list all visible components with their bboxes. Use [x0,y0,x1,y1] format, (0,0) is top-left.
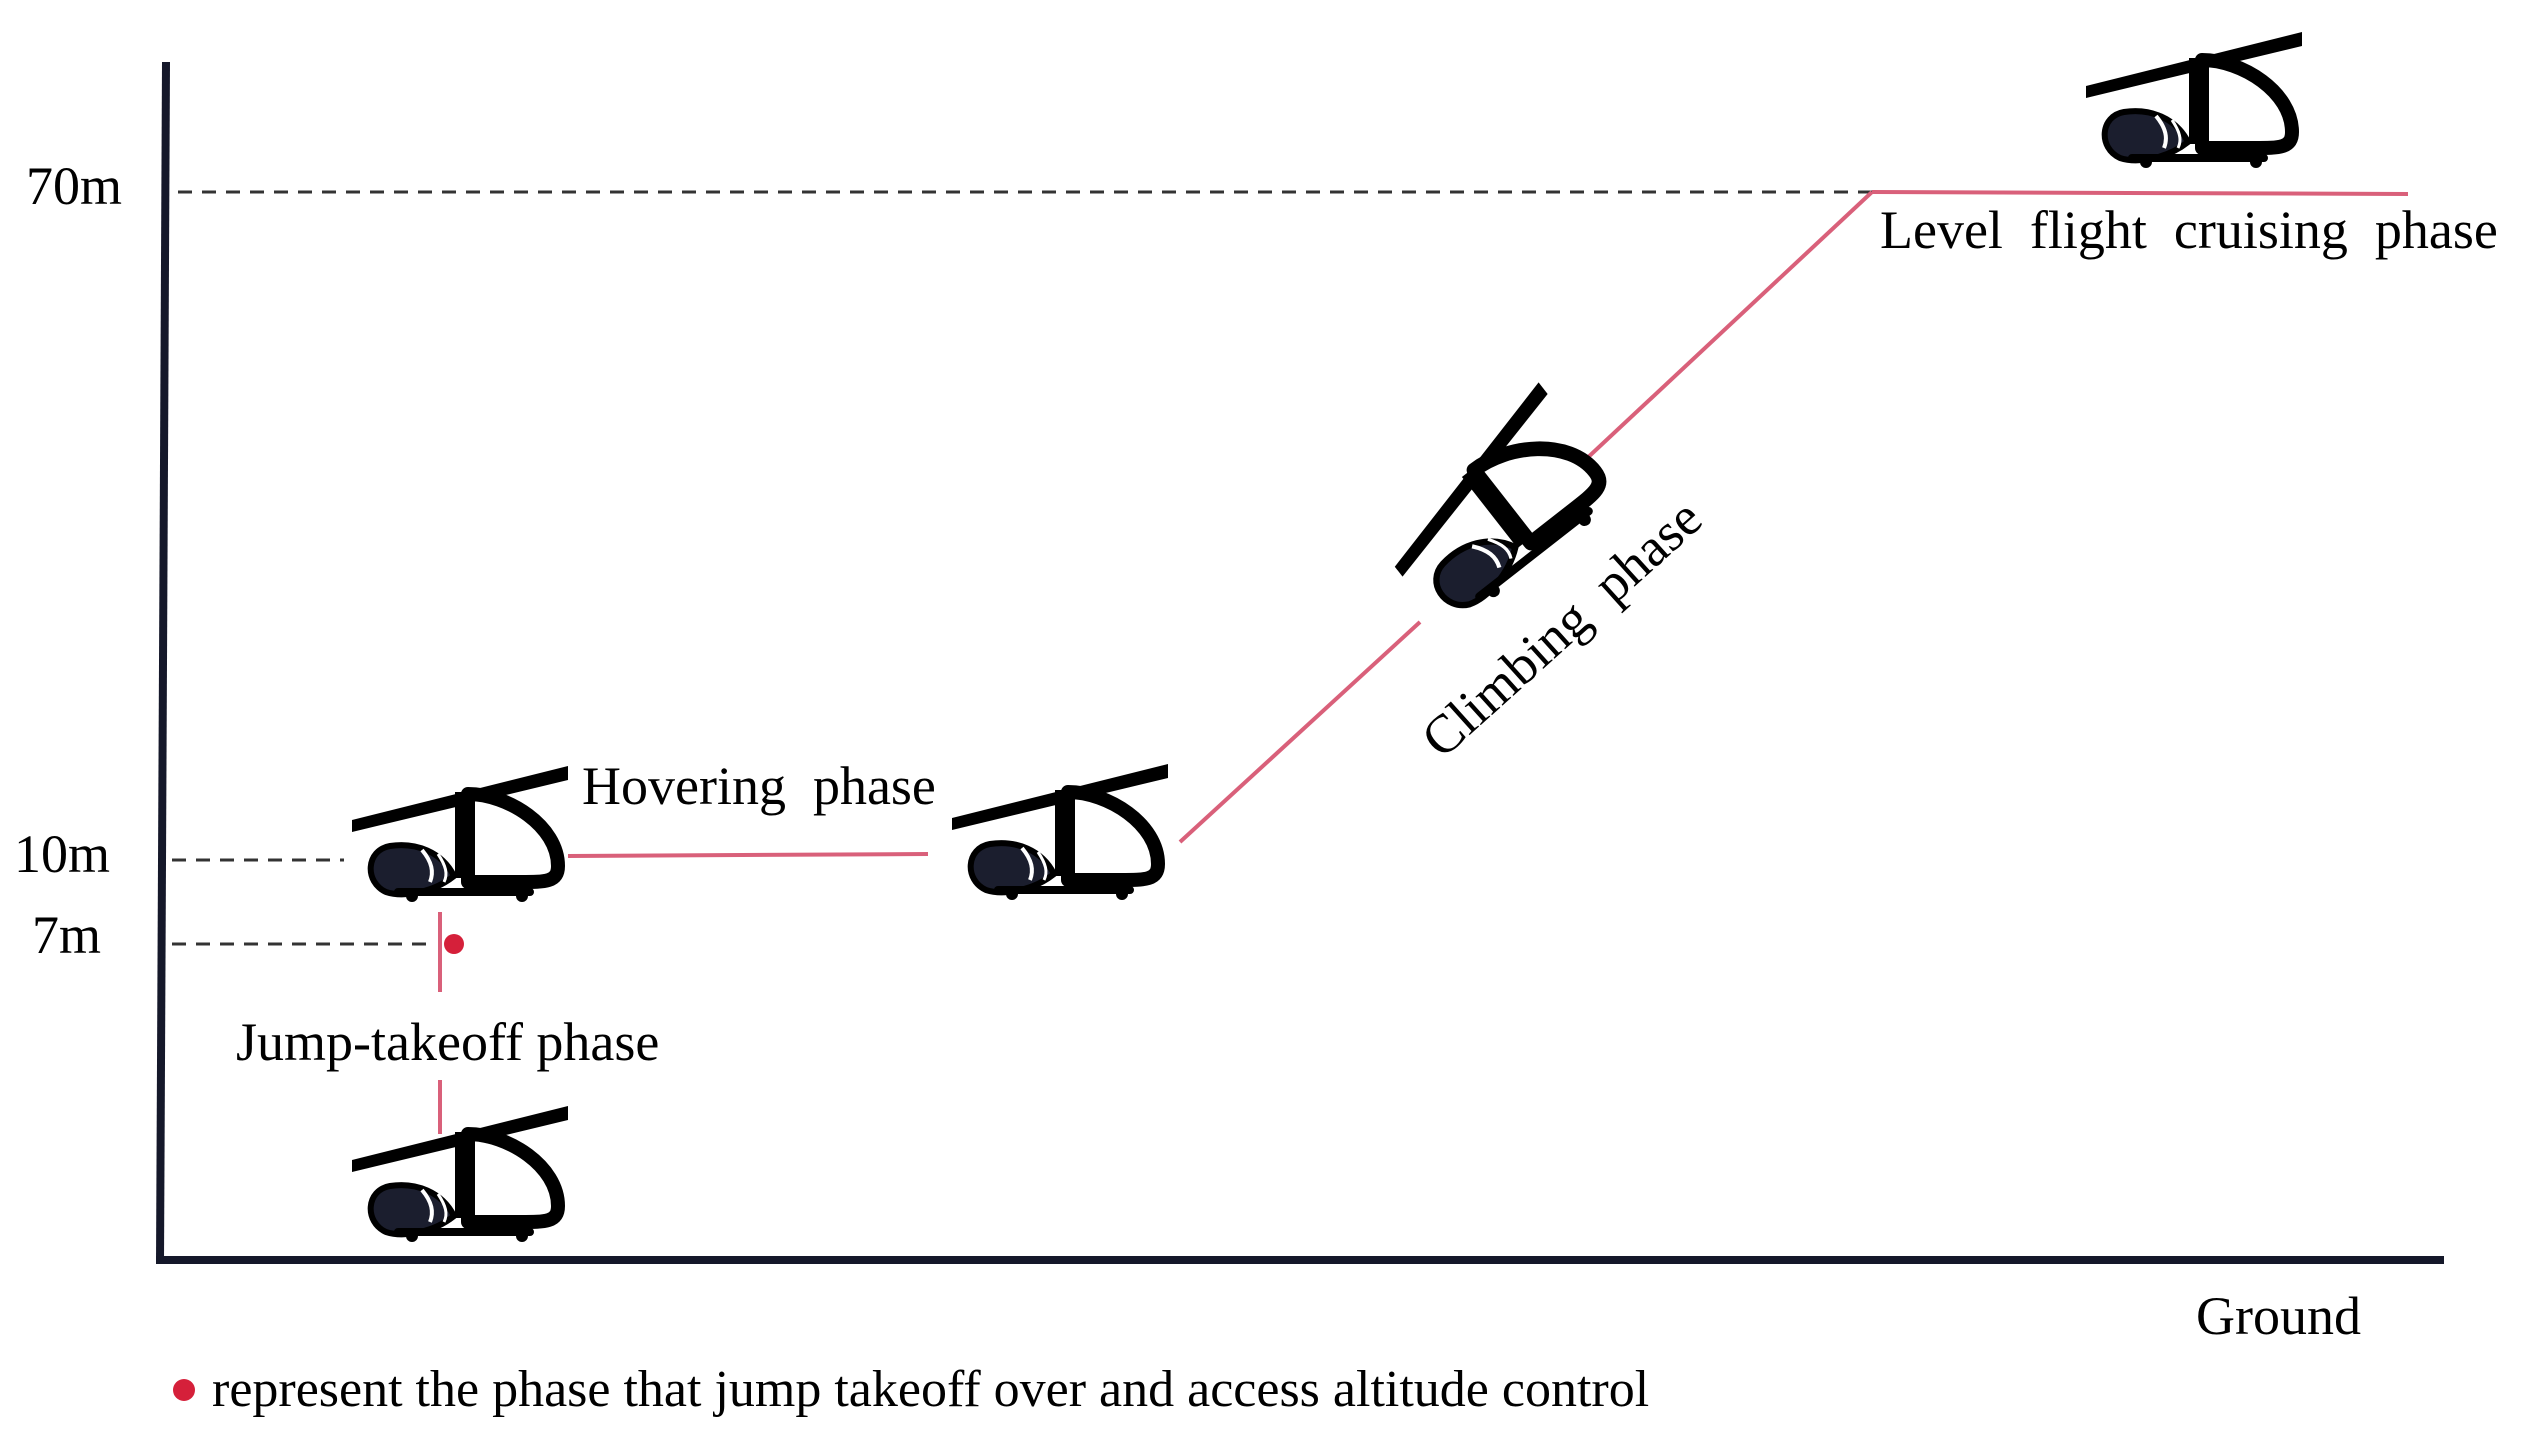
gyroplane-icon [952,764,1168,900]
tick-10m: 10m [14,824,110,884]
legend: represent the phase that jump takeoff ov… [173,1361,1649,1418]
gyroplane-icon [352,1106,568,1242]
label-level-flight-cruising-phase: Level flight cruising phase [1880,200,2498,260]
vertical-axis [156,61,170,1263]
ground-label: Ground [2196,1286,2361,1346]
path-climbing-upper [1566,190,1874,478]
label-hovering-phase: Hovering phase [582,756,936,816]
path-hovering [567,852,929,858]
legend-text: represent the phase that jump takeoff ov… [212,1361,1649,1418]
flight-path [438,190,2409,1134]
path-climbing-lower [1178,620,1422,844]
legend-marker [173,1379,195,1401]
gyroplane-icon [2086,32,2302,168]
label-jump-takeoff-phase: Jump-takeoff phase [236,1012,659,1072]
path-level-flight [1871,190,2409,196]
tick-7m: 7m [32,905,101,965]
tick-70m: 70m [26,156,122,216]
jump-takeoff-end-marker [444,934,464,954]
gyroplane-icon [352,766,568,902]
